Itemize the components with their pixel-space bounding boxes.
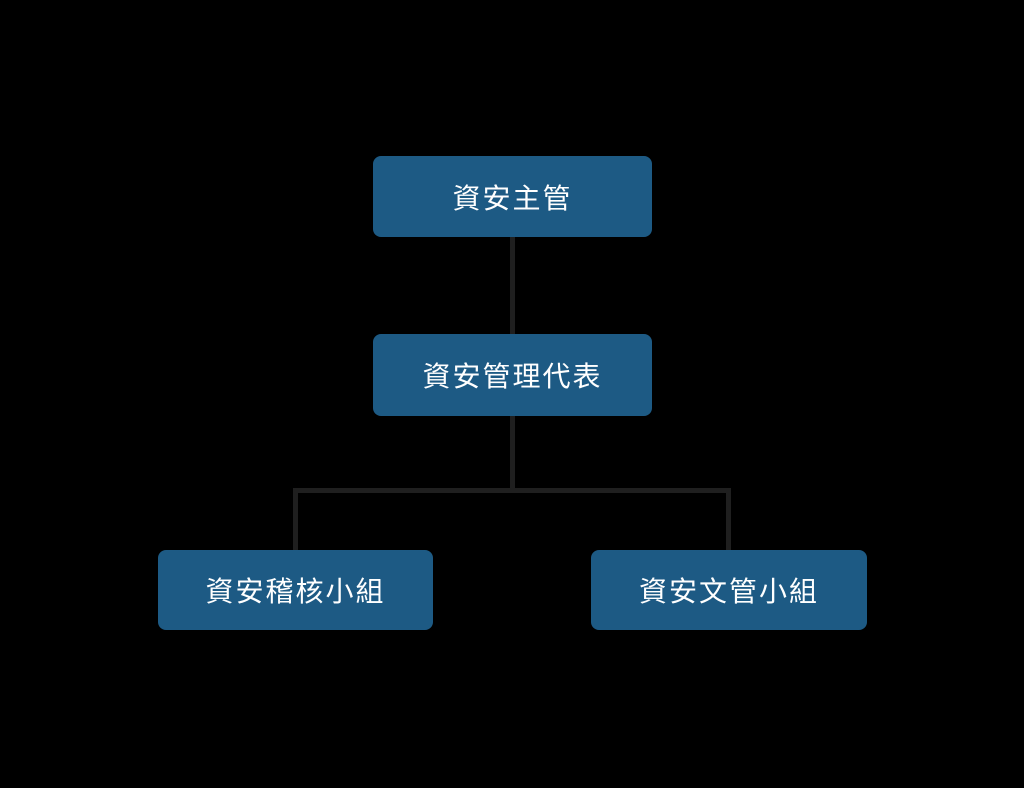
connector-rep-stem [510, 415, 515, 490]
org-node-security-supervisor: 資安主管 [373, 156, 652, 237]
org-node-label: 資安稽核小組 [205, 575, 386, 608]
connector-drop-to-doc [726, 488, 731, 551]
org-node-audit-team: 資安稽核小組 [158, 550, 433, 630]
org-node-label: 資安文管小組 [638, 575, 819, 608]
org-node-document-team: 資安文管小組 [591, 550, 867, 630]
connector-branch-horizontal [293, 488, 731, 493]
connector-drop-to-audit [293, 488, 298, 551]
org-node-label: 資安主管 [452, 181, 573, 215]
connector-root-to-rep [510, 236, 515, 335]
org-node-label: 資安管理代表 [422, 360, 603, 393]
org-node-management-representative: 資安管理代表 [373, 334, 652, 416]
